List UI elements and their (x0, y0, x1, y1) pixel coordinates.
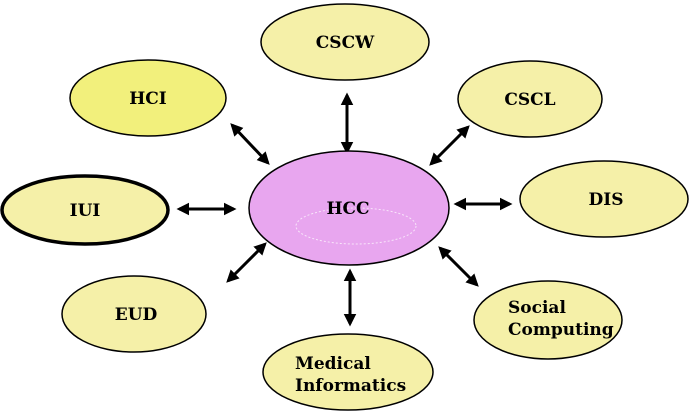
node-cscw: CSCW (260, 3, 430, 81)
node-social-computing-label-line1: Social (508, 298, 566, 318)
node-cscl-label: CSCL (504, 90, 555, 110)
arrow-hcc-eud (226, 242, 267, 283)
node-iui: IUI (0, 174, 170, 246)
node-hci-shape (69, 59, 227, 137)
node-iui-shape (0, 174, 170, 246)
node-social-computing: Social Computing (473, 280, 623, 360)
node-medical-informatics-label-line2: Informatics (295, 376, 406, 396)
node-hci: HCI (69, 59, 227, 137)
node-social-computing-shape (473, 280, 623, 360)
node-medical-informatics-label-line1: Medical (295, 354, 371, 374)
node-cscw-shape (260, 3, 430, 81)
node-eud-label: EUD (115, 305, 158, 325)
node-dis-shape (519, 160, 689, 238)
node-eud-shape (61, 275, 207, 353)
node-medical-informatics: Medical Informatics (262, 333, 434, 411)
node-cscl-shape (457, 60, 603, 138)
node-medical-informatics-shape (262, 333, 434, 411)
arrow-hcc-cscl (429, 125, 470, 166)
center-node-label: HCC (326, 199, 369, 219)
arrow-hcc-hci (230, 123, 270, 165)
node-iui-label: IUI (70, 201, 101, 221)
arrow-hcc-social-computing (438, 246, 479, 287)
node-cscw-label: CSCW (316, 33, 375, 53)
node-social-computing-label-line2: Computing (508, 320, 614, 340)
node-hci-label: HCI (129, 89, 167, 109)
center-node-highlight (295, 207, 417, 245)
node-cscl: CSCL (457, 60, 603, 138)
node-eud: EUD (61, 275, 207, 353)
center-node-hcc: HCC (248, 150, 450, 266)
connector-arrows (176, 92, 513, 327)
node-dis: DIS (519, 160, 689, 238)
node-dis-label: DIS (589, 190, 624, 210)
